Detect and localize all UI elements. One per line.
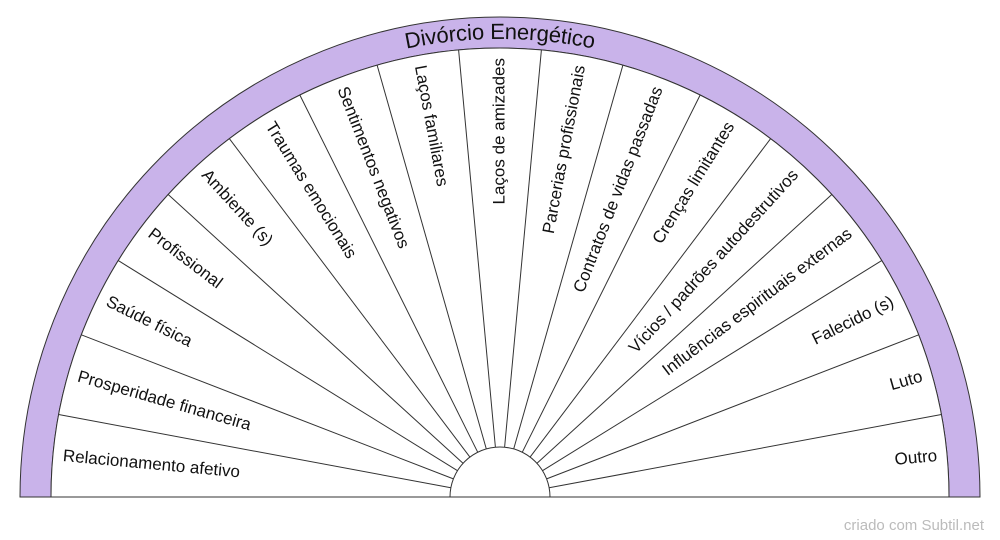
segment-divider — [229, 138, 471, 458]
segment-divider — [529, 138, 771, 458]
segment-divider — [167, 194, 464, 464]
segment-divider — [504, 49, 542, 448]
segment-divider — [542, 260, 882, 472]
segment-divider — [118, 260, 458, 472]
segment-divider — [536, 194, 833, 464]
credit-text: criado com Subtil.net — [843, 517, 984, 534]
segment-divider — [376, 64, 487, 450]
segment-divider — [549, 414, 942, 489]
segment-divider — [299, 94, 479, 453]
segment-label[interactable]: Outro — [894, 446, 938, 469]
chart-face — [50, 47, 950, 498]
segment-divider — [58, 414, 451, 489]
segment-divider — [513, 64, 624, 450]
segment-label[interactable]: Laços de amizades — [489, 58, 508, 204]
center-hub — [449, 446, 551, 498]
segment-divider — [81, 334, 454, 480]
segment-divider — [521, 94, 701, 453]
segment-divider — [546, 334, 919, 480]
segment-dividers — [58, 49, 942, 489]
segment-divider — [458, 49, 496, 448]
